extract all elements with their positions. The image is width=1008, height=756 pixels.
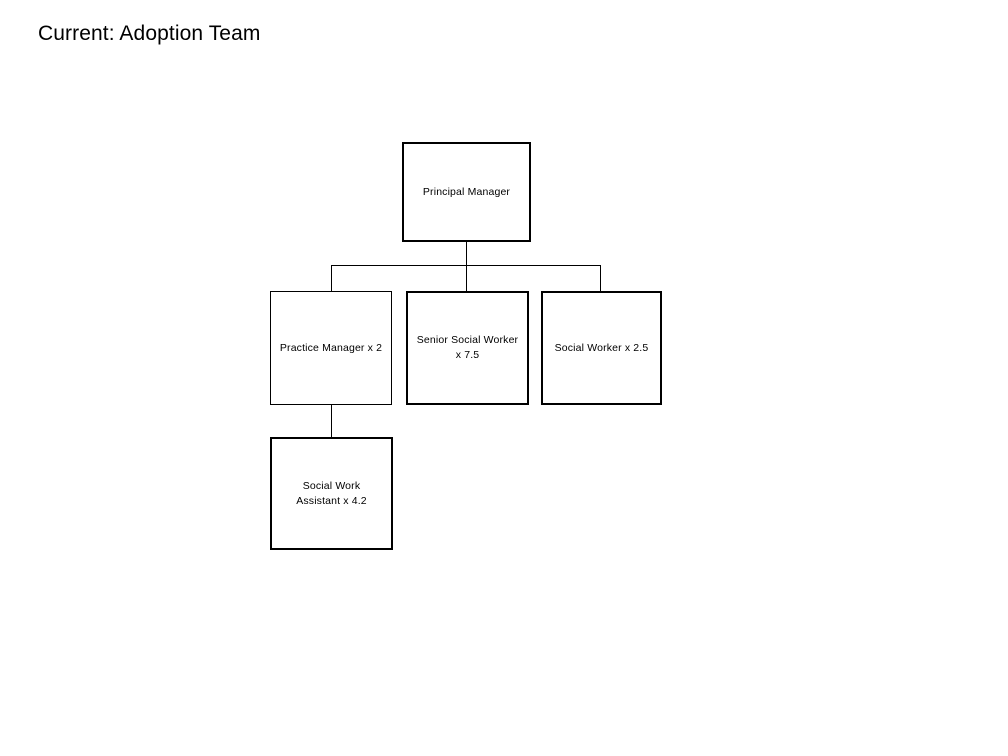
org-node-label: Social Worker x 2.5 bbox=[554, 341, 649, 354]
connector-to-senior-social-worker bbox=[466, 265, 467, 292]
org-node-practice-manager[interactable]: Practice Manager x 2 bbox=[270, 291, 392, 405]
org-node-senior-social-worker[interactable]: Senior Social Worker x 7.5 bbox=[406, 291, 529, 405]
org-node-label: Principal Manager bbox=[422, 185, 511, 198]
connector-to-practice-manager bbox=[331, 265, 332, 292]
connector-principal-manager-stem bbox=[466, 242, 467, 266]
connector-to-social-work-assistant bbox=[331, 404, 332, 438]
org-node-label: Practice Manager x 2 bbox=[279, 341, 383, 354]
org-node-principal-manager[interactable]: Principal Manager bbox=[402, 142, 531, 242]
page-title: Current: Adoption Team bbox=[38, 22, 261, 45]
connector-to-social-worker bbox=[600, 265, 601, 292]
org-node-label: Senior Social Worker x 7.5 bbox=[416, 334, 519, 361]
org-node-label: Social Work Assistant x 4.2 bbox=[296, 479, 367, 507]
org-node-social-worker[interactable]: Social Worker x 2.5 bbox=[541, 291, 662, 405]
org-node-social-work-assistant[interactable]: Social Work Assistant x 4.2 bbox=[270, 437, 393, 550]
